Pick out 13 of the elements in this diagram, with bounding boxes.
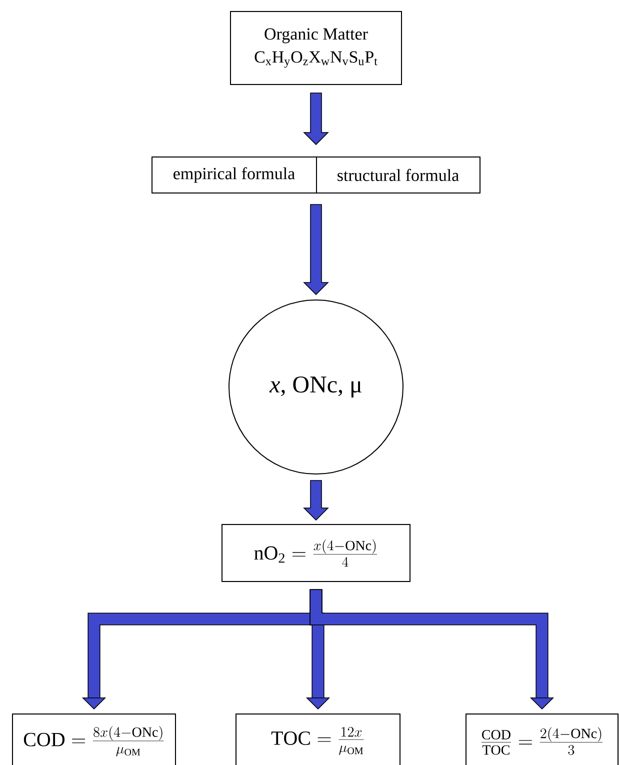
formula-box: $\mathrm{COD} = \frac{8x(4-\mathrm{ONc})}{\mu_{\mathrm{OM}}}$ xyxy=(12,714,176,765)
split-box xyxy=(152,156,480,194)
block-arrow xyxy=(303,204,329,296)
text-label: structural formula xyxy=(338,168,459,182)
text-label: empirical formula xyxy=(174,167,295,183)
circle-node: x, ONc, μ xyxy=(228,300,404,474)
formula-box: $\frac{\mathrm{COD}}{\mathrm{TOC}} = \frac{2(4-\mathrm{ONc})}{3}$ xyxy=(466,714,618,765)
formula-box: $\mathrm{nO_2} = \frac{x(4-\mathrm{ONc})}{4}$ xyxy=(222,524,410,582)
block-arrow xyxy=(303,480,329,521)
branch-arrow xyxy=(310,589,554,710)
formula-box: $\mathrm{TOC} = \frac{12x}{\mu_{\mathrm{OM}}}$ xyxy=(236,714,400,765)
text-box: Organic Matter C$_{x}$H$_{y}$O$_{z}$X$_{w}$N$_{v}$S$_{u}$P$_{t}$ xyxy=(230,11,402,85)
block-arrow xyxy=(303,92,329,146)
